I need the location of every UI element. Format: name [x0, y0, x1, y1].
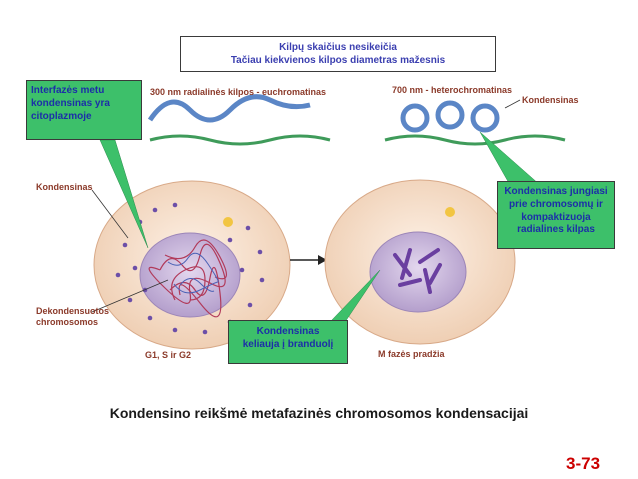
decondensed-chromosomes-label: Dekondensuotos chromosomos: [36, 306, 109, 328]
callout-line: Interfazės metu: [31, 85, 105, 96]
slide-number: 3-73: [566, 454, 601, 473]
heterochromatin-fiber: [384, 100, 566, 146]
decondensed-chromatin-blue: [167, 252, 219, 294]
left-callout-pointer: [99, 139, 149, 249]
condensin-entry-callout: Kondensinas keliauja į branduolį: [228, 320, 348, 364]
callout-line: Kondensinas jungiasi: [504, 186, 608, 197]
condensing-chromosomes: [393, 248, 442, 294]
condensin-left-leader: [91, 189, 129, 239]
decondensed-leader: [91, 279, 169, 313]
centrosome-left: [223, 217, 233, 227]
centrosome-right: [445, 207, 455, 217]
loop-count-callout: Kilpų skaičius nesikeičia Tačiau kiekvie…: [180, 36, 496, 72]
callout-line: keliauja į branduolį: [242, 338, 334, 350]
decondensed-chromatin: [148, 239, 227, 318]
callout-line: prie chromosomų ir: [509, 198, 603, 210]
prophase-nucleus: [369, 231, 467, 313]
label-line: chromosomos: [36, 316, 99, 327]
condensin-left-label: Kondensinas: [36, 182, 93, 192]
callout-line: Kilpų skaičius nesikeičia: [279, 42, 397, 53]
callout-line: Kondensinas: [256, 326, 320, 337]
euchromatin-label: 300 nm radialinės kilpos - euchromatinas: [150, 87, 327, 97]
callout-line: radialines kilpas: [517, 224, 595, 236]
callout-line: kondensinas yra: [31, 97, 110, 109]
callout-line: citoplazmoje: [31, 110, 92, 122]
slide-caption: Kondensino reikšmė metafazinės chromosom…: [109, 405, 529, 421]
euchromatin-fiber: [147, 94, 331, 146]
interphase-phase-label: G1, S ir G2: [145, 350, 192, 360]
mitosis-phase-label: M fazės pradžia: [378, 349, 445, 359]
condensin-right-leader: [504, 99, 521, 109]
heterochromatin-label: 700 nm - heterochromatinas: [392, 85, 513, 95]
callout-line: kompaktizuoja: [521, 211, 591, 223]
interphase-nucleus: [139, 232, 241, 318]
callout-line: Tačiau kiekvienos kilpos diametras mažes…: [230, 54, 446, 66]
interphase-callout: Interfazės metu kondensinas yra citoplaz…: [26, 80, 142, 140]
condensin-right-label: Kondensinas: [522, 95, 579, 105]
condensin-binding-callout: Kondensinas jungiasi prie chromosomų ir …: [497, 181, 615, 249]
label-line: Dekondensuotos: [36, 306, 110, 316]
